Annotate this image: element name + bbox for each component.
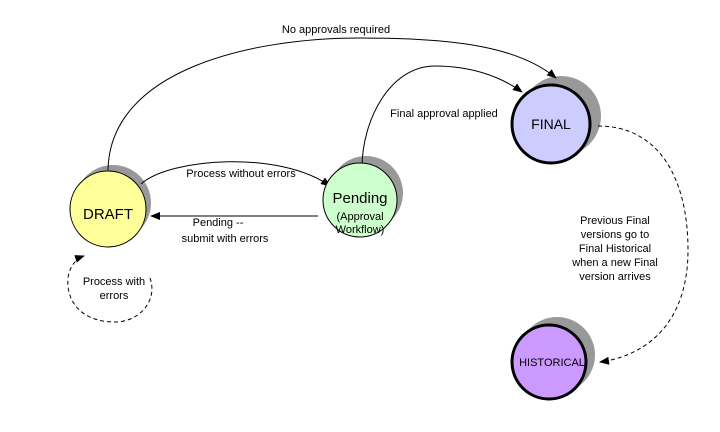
label-process-without-errors: Process without errors (186, 168, 296, 180)
pending-circle (322, 162, 398, 238)
state-pending[interactable]: Pending (Approval Workflow) (322, 162, 398, 238)
edge-labels: No approvals required Final approval app… (83, 24, 658, 302)
label-process-with-errors-1: Process with (83, 276, 145, 288)
final-label: FINAL (531, 116, 571, 132)
label-no-approvals: No approvals required (282, 24, 390, 36)
label-previous-final-1: Previous Final (580, 215, 650, 227)
state-draft[interactable]: DRAFT (69, 170, 147, 248)
edge-no-approvals (107, 37, 557, 171)
state-historical[interactable]: HISTORICAL (510, 323, 588, 401)
label-pending-submit-1: Pending -- (193, 217, 244, 229)
edge-final-approval (361, 65, 523, 169)
label-previous-final-3: Final Historical (579, 243, 651, 255)
label-final-approval: Final approval applied (390, 108, 498, 120)
edge-previous-final (597, 125, 689, 365)
edge-process-without-errors (140, 161, 331, 187)
final-circle (510, 83, 592, 165)
edge-process-with-errors-loop (67, 255, 153, 323)
label-previous-final-5: version arrives (579, 271, 651, 283)
draft-label: DRAFT (83, 206, 133, 223)
label-previous-final-2: versions go to (581, 229, 649, 241)
historical-label: HISTORICAL (519, 357, 585, 369)
draft-circle (69, 170, 147, 248)
historical-circle (510, 323, 588, 401)
pending-sublabel-2: Workflow) (336, 224, 385, 236)
state-final[interactable]: FINAL (510, 83, 592, 165)
label-previous-final-4: when a new Final (571, 257, 658, 269)
label-process-with-errors-2: errors (100, 290, 129, 302)
pending-label: Pending (332, 190, 387, 207)
edges (67, 37, 689, 365)
pending-sublabel-1: (Approval (336, 211, 383, 223)
label-pending-submit-2: submit with errors (182, 233, 269, 245)
